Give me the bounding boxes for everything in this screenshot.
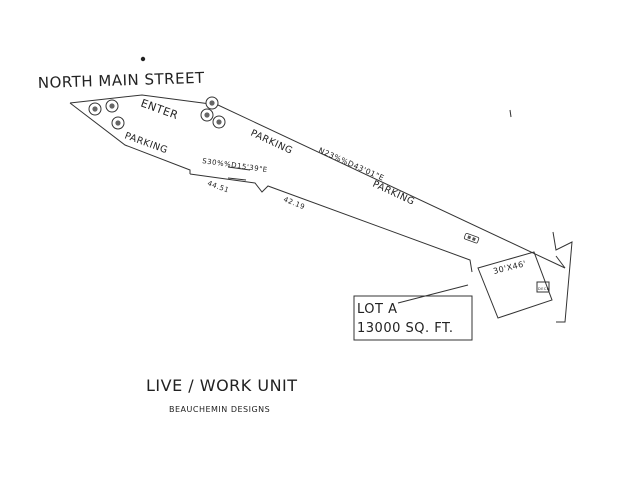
distance-label: 42.19 xyxy=(282,195,306,211)
distance-label: 44.51 xyxy=(206,179,230,194)
tree-icon xyxy=(200,108,214,122)
bearing-north-label: N23%%D43'01"E xyxy=(317,146,386,183)
property-boundary xyxy=(69,94,573,323)
tree-icon xyxy=(212,115,226,129)
car-icon xyxy=(463,233,480,244)
lot-callout: LOT A 13000 SQ. FT. xyxy=(353,284,473,341)
bearing-south-label: S30%%D15'39"E xyxy=(202,157,268,174)
street-name: NORTH MAIN STREET xyxy=(38,69,206,92)
tree-icon xyxy=(105,99,119,113)
reference-dot xyxy=(140,56,146,62)
building-footprint xyxy=(477,251,553,319)
parking-label: PARKING xyxy=(249,128,295,157)
parking-label: PARKING xyxy=(123,130,169,156)
lot-name: LOT A xyxy=(357,302,397,317)
enter-label: ENTER xyxy=(139,97,180,123)
lot-area: 13000 SQ. FT. xyxy=(357,321,454,336)
building-size-label: 30'X46' xyxy=(492,259,527,276)
tree-icon xyxy=(88,102,102,116)
tree-icon xyxy=(205,96,219,110)
parking-label: PARKING xyxy=(371,179,417,208)
tick-mark xyxy=(509,109,512,118)
designer-name: BEAUCHEMIN DESIGNS xyxy=(169,405,270,414)
building-note-label: DECK xyxy=(538,287,550,291)
tree-icon xyxy=(111,116,125,130)
drawing-title: LIVE / WORK UNIT xyxy=(146,376,298,395)
